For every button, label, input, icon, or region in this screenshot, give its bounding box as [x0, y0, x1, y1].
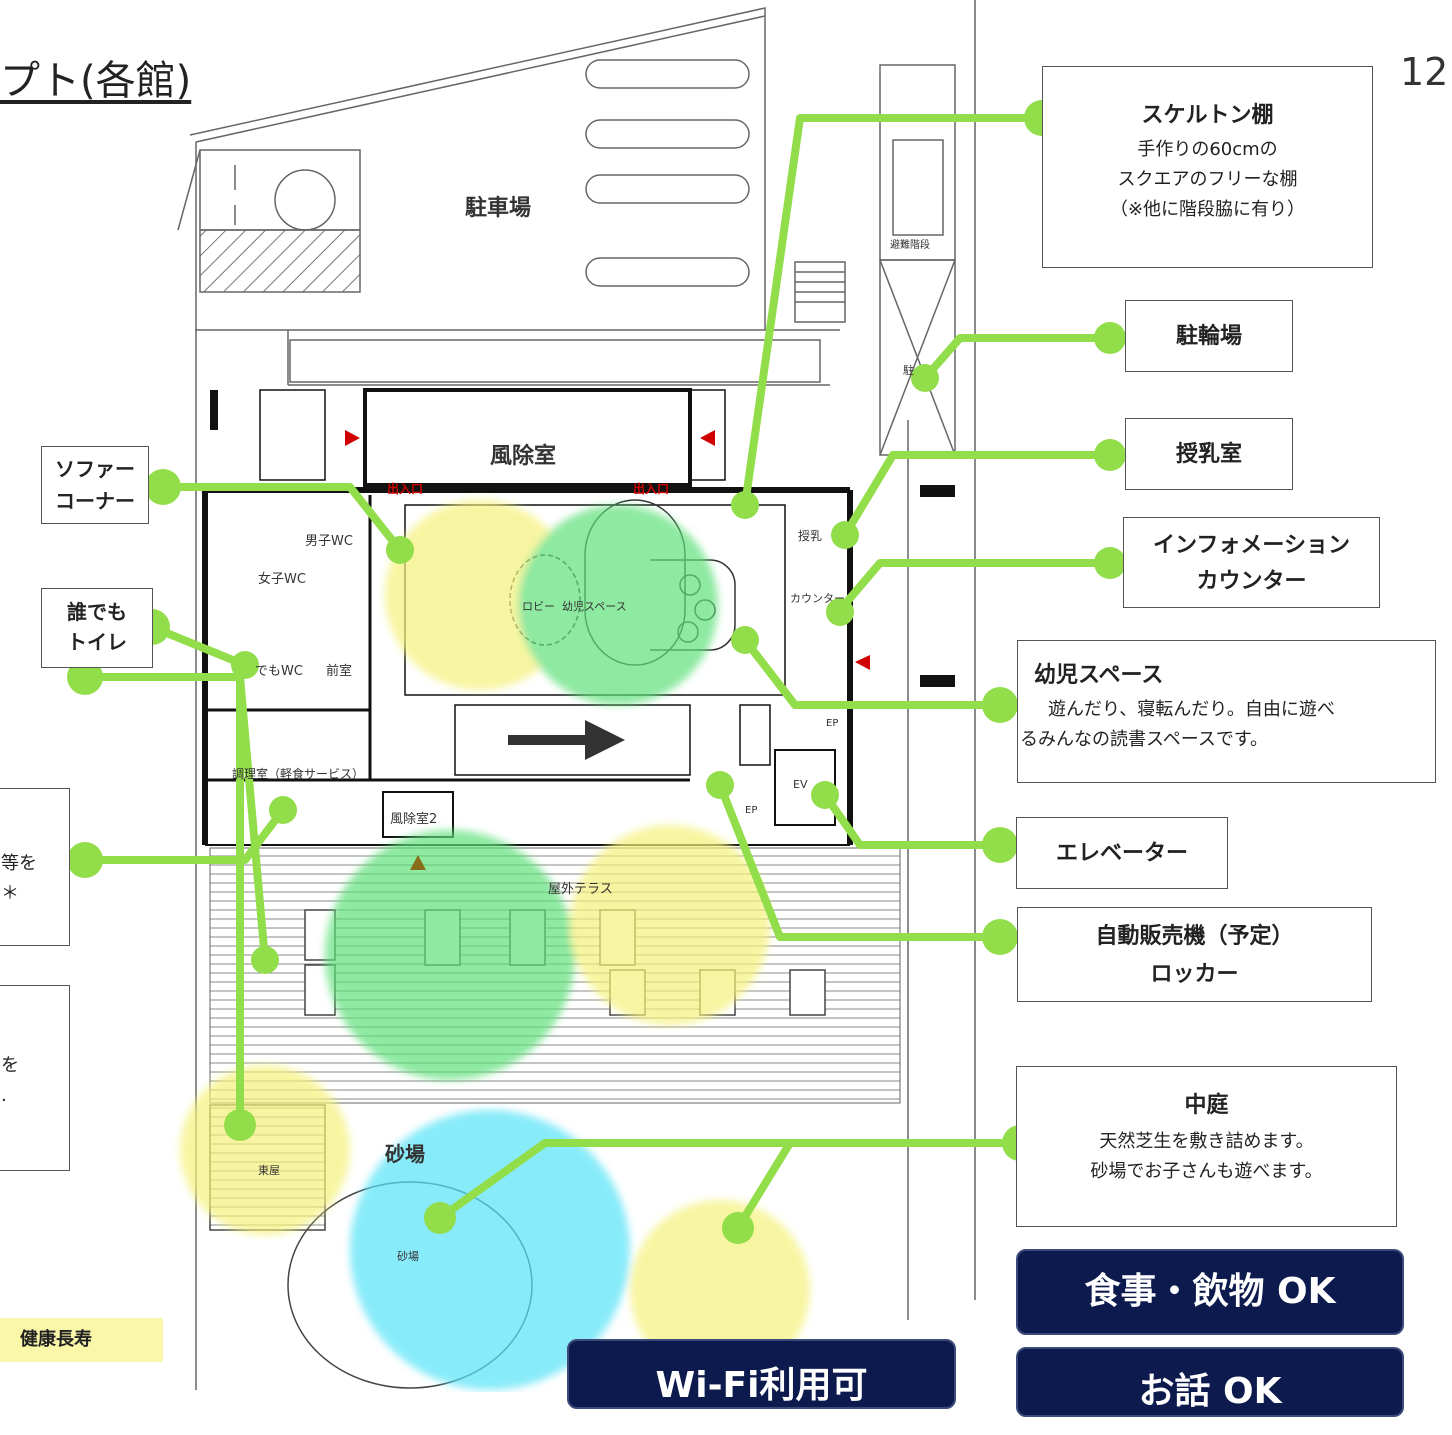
ep2-label: EP — [745, 805, 758, 816]
courtyard-line-1: 天然芝生を敷き詰めます。 — [1099, 1131, 1314, 1152]
ep1-label: EP — [826, 718, 839, 729]
callout-vending: 自動販売機（予定） ロッカー — [1017, 907, 1372, 1002]
floor-plan — [67, 0, 1126, 1390]
callout-cut-left-1: 等を ＊ — [0, 788, 70, 946]
page-title: プト(各館) — [0, 58, 192, 104]
skeleton-shelf-title: スケルトン棚 — [1141, 103, 1274, 128]
windbreak2-label: 風除室2 — [390, 812, 438, 827]
elevator-label: エレベーター — [1055, 841, 1188, 866]
cut-left-1-line-1: 等を — [1, 853, 37, 874]
sandbox-small-label: 砂場 — [397, 1250, 419, 1263]
elevator-small-label: EV — [793, 778, 808, 791]
skeleton-shelf-line-1: 手作りの60cmの — [1137, 139, 1278, 160]
callout-kids-space: 幼児スペース 遊んだり、寝転んだり。自由に遊べ るみんなの読書スペースです。 — [1017, 640, 1436, 783]
page-number: 12 — [1400, 50, 1449, 94]
callout-anyone-toilet: 誰でも トイレ — [41, 588, 153, 668]
info-counter-line-2: カウンター — [1196, 569, 1307, 594]
cut-left-2-line-2: . — [1, 1085, 7, 1106]
callout-cut-left-2: を . — [0, 985, 70, 1171]
entrance-right-label: 出入口 — [633, 482, 670, 496]
courtyard-title: 中庭 — [1184, 1093, 1229, 1118]
kids-space-line-1: 遊んだり、寝転んだり。自由に遊べ — [1048, 699, 1335, 720]
health-longevity-tag: 健康長寿 — [0, 1318, 163, 1362]
callout-sofa-corner: ソファー コーナー — [41, 446, 149, 524]
anyone-toilet-line-2: トイレ — [67, 630, 127, 654]
talk-ok-badge: お話 OK — [1016, 1347, 1404, 1417]
entrance-markers — [345, 430, 870, 670]
anyone-toilet-line-1: 誰でも — [67, 600, 127, 624]
callout-bike-parking: 駐輪場 — [1125, 300, 1293, 372]
parking-label: 駐車場 — [465, 196, 532, 221]
evac-stairs-label: 避難階段 — [890, 240, 930, 251]
counter-small-label: カウンター — [790, 592, 845, 605]
kids-space-title: 幼児スペース — [1034, 663, 1164, 688]
kids-space-small-label: 幼児スペース — [562, 600, 627, 613]
skeleton-shelf-line-3: （※他に階段脇に有り） — [1109, 199, 1306, 220]
womens-wc-label: 女子WC — [258, 572, 306, 587]
terrace-label: 屋外テラス — [548, 882, 613, 897]
kitchen-label: 調理室（軽食サービス） — [232, 767, 365, 781]
callout-skeleton-shelf: スケルトン棚 手作りの60cmの スクエアのフリーな棚 （※他に階段脇に有り） — [1042, 66, 1373, 268]
callout-connectors — [81, 114, 1114, 1232]
callout-elevator: エレベーター — [1016, 817, 1228, 889]
lobby-label: ロビー — [522, 600, 555, 613]
vending-line-1: 自動販売機（予定） — [1095, 924, 1294, 949]
bike-small-label: 駐 — [903, 364, 914, 377]
food-drink-ok-badge: 食事・飲物 OK — [1016, 1249, 1404, 1335]
cut-left-1-line-2: ＊ — [1, 883, 19, 904]
callout-info-counter: インフォメーション カウンター — [1123, 517, 1380, 608]
terrace-entry-marker — [410, 855, 426, 870]
sandbox-label: 砂場 — [385, 1142, 425, 1166]
callout-courtyard: 中庭 天然芝生を敷き詰めます。 砂場でお子さんも遊べます。 — [1016, 1066, 1397, 1227]
cut-left-2-line-1: を — [1, 1055, 19, 1076]
sofa-corner-line-1: ソファー — [55, 457, 135, 481]
sofa-corner-line-2: コーナー — [55, 489, 135, 513]
vending-line-2: ロッカー — [1150, 962, 1239, 987]
wifi-badge: Wi-Fi利用可 — [567, 1339, 956, 1409]
direction-arrow — [508, 720, 625, 760]
courtyard-line-2: 砂場でお子さんも遊べます。 — [1090, 1161, 1323, 1182]
anyone-wc-label: でもWC — [255, 664, 303, 679]
callout-nursing-room: 授乳室 — [1125, 418, 1293, 490]
entrance-left-label: 出入口 — [387, 482, 424, 496]
color-zones — [180, 500, 810, 1390]
nursing-small-label: 授乳 — [798, 529, 823, 543]
front-room-label: 前室 — [326, 664, 353, 679]
shed-label: 東屋 — [258, 1164, 280, 1177]
parking-outline — [177, 7, 840, 1390]
bike-parking-label: 駐輪場 — [1175, 324, 1242, 349]
kids-space-line-2: るみんなの読書スペースです。 — [1020, 729, 1269, 750]
windbreak-label: 風除室 — [490, 444, 557, 469]
nursing-room-label: 授乳室 — [1175, 442, 1242, 467]
evac-stairs — [794, 0, 976, 1320]
info-counter-line-1: インフォメーション — [1153, 533, 1350, 558]
skeleton-shelf-line-2: スクエアのフリーな棚 — [1117, 169, 1298, 190]
mens-wc-label: 男子WC — [305, 534, 353, 549]
